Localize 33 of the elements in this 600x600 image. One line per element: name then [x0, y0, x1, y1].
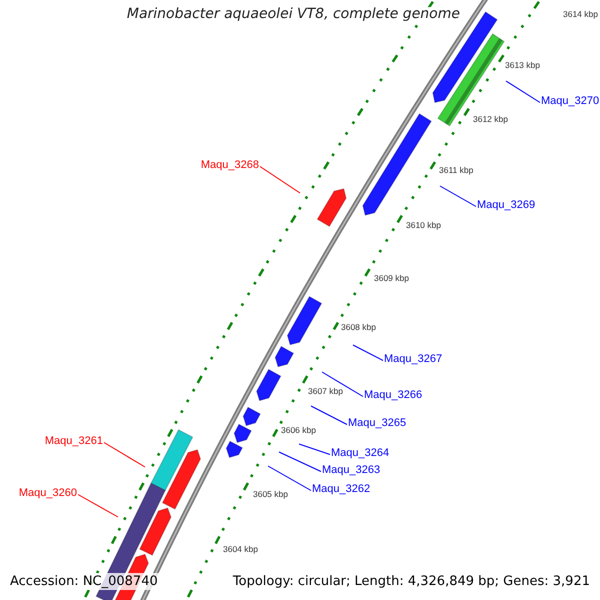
leader-line — [322, 372, 364, 397]
gene-label: Maqu_3261 — [44, 436, 103, 447]
leader-line — [104, 442, 146, 468]
scale-tick-label: 3611 kbp — [439, 166, 474, 174]
leader-line — [352, 344, 384, 361]
leader-line — [278, 452, 322, 472]
gene-label: Maqu_3260 — [18, 488, 77, 499]
leader-line — [260, 166, 300, 194]
gene-label: Maqu_3270 — [541, 96, 600, 107]
scale-tick-label: 3604 kbp — [223, 545, 258, 554]
leader-line — [440, 186, 476, 207]
leader-line — [310, 406, 348, 425]
gene-label: Maqu_3264 — [331, 448, 390, 459]
gene-label: Maqu_3263 — [322, 465, 380, 476]
gene-label: Maqu_3268 — [200, 160, 259, 171]
leader-line — [268, 466, 312, 491]
gene-label: Maqu_3266 — [364, 390, 422, 401]
scale-tick-label: 3607 kbp — [308, 387, 343, 396]
scale-tick-label: 3606 kbp — [281, 426, 316, 434]
scale-tick-label: 3605 kbp — [253, 490, 288, 498]
leader-line — [78, 494, 118, 518]
gene-label: Maqu_3267 — [384, 354, 442, 365]
scale-tick-label: 3608 kbp — [341, 323, 376, 332]
scale-tick-label: 3614 kbp — [563, 10, 598, 18]
scale-tick-label: 3609 kbp — [374, 274, 409, 282]
scale-tick-label: 3610 kbp — [406, 221, 441, 230]
leader-line — [298, 444, 330, 455]
gene-label: Maqu_3269 — [477, 200, 536, 211]
leader-line — [506, 80, 540, 103]
scale-tick-label: 3612 kbp — [473, 115, 508, 124]
scale-tick-label: 3613 kbp — [505, 61, 540, 70]
gene-label: Maqu_3262 — [312, 484, 370, 495]
gene-label: Maqu_3265 — [348, 418, 406, 429]
